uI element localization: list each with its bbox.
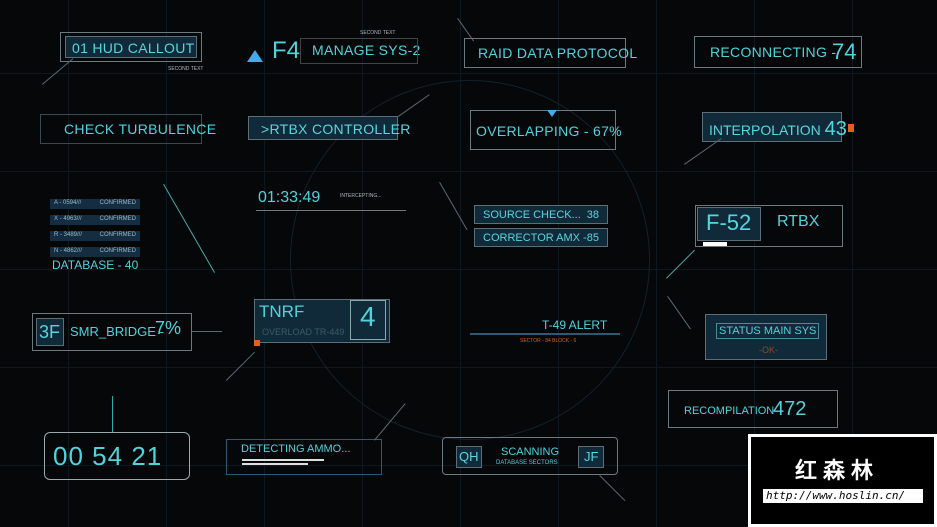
countdown-display: 00 54 21 (53, 441, 162, 472)
turbulence-label: CHECK TURBULENCE (64, 121, 217, 137)
divider-line (256, 210, 406, 211)
status-box (705, 314, 827, 360)
watermark-url: http://www.hoslin.cn/ (763, 489, 923, 503)
row-id: R - 3489/// (54, 232, 83, 238)
smr-code: 3F (36, 318, 64, 346)
alert-sub: SECTOR - 84 BLOCK - 6 (520, 338, 577, 344)
tnrf-code: TNRF (259, 302, 305, 321)
rtbx-controller: >RTBX CONTROLLER (248, 116, 410, 140)
hud-callout: 01 HUD CALLOUT (65, 36, 197, 58)
tnrf-value: 4 (360, 301, 376, 332)
reconnect-value: 74 (832, 39, 857, 64)
turbulence-frame (40, 114, 202, 144)
recomp-value: 472 (773, 398, 807, 420)
overlap-label: OVERLAPPING - 67% (476, 123, 622, 139)
scan-label: SCANNING (501, 446, 560, 458)
status-ok: -OK- (759, 345, 778, 355)
f52-code: F-52 (697, 207, 761, 241)
row-status: CONFIRMED (99, 200, 136, 206)
overlap-frame (470, 110, 616, 150)
f52-frame (695, 205, 843, 247)
progress-bar (703, 242, 727, 246)
scan-right-code: JF (578, 446, 604, 468)
watermark: 红森林 http://www.hoslin.cn/ (748, 434, 937, 527)
corrector-value: 85 (586, 232, 599, 244)
connector-line (112, 396, 113, 432)
scan-sub: DATABASE SECTORS (496, 460, 558, 466)
triangle-icon (247, 50, 263, 62)
ammo-frame (226, 439, 382, 475)
minutes: 54 (92, 441, 124, 471)
manage-code: F4 (272, 37, 301, 64)
database-label: DATABASE - 40 (52, 258, 139, 272)
progress-bar (242, 459, 324, 461)
raid-label: RAID DATA PROTOCOL (478, 45, 638, 61)
row-status: CONFIRMED (99, 216, 136, 222)
orange-marker (254, 340, 260, 346)
list-item: N - 4862/// CONFIRMED (50, 247, 140, 257)
triangle-icon (547, 110, 557, 117)
timer-display: 01:33:49 (258, 189, 321, 206)
watermark-title: 红森林 (795, 458, 880, 483)
manage-frame (300, 38, 418, 64)
source-check-value: 38 (586, 209, 599, 221)
recomp-frame (668, 390, 838, 428)
timer2-frame (44, 432, 190, 480)
alert-label: T-49 ALERT (542, 318, 608, 332)
corrector-row: CORRECTOR AMX -85 (474, 228, 608, 247)
row-status: CONFIRMED (99, 232, 136, 238)
row-id: X - 4963/// (54, 216, 82, 222)
list-item: X - 4963/// CONFIRMED (50, 215, 140, 225)
manage-label: MANAGE SYS-2 (312, 42, 421, 58)
alert-line (470, 333, 620, 335)
interp-label: INTERPOLATION (709, 122, 821, 138)
second-text: SECOND TEXT (360, 30, 396, 36)
source-check-row: SOURCE CHECK... 38 (474, 205, 608, 224)
background-circle (290, 80, 650, 440)
list-item: R - 3489/// CONFIRMED (50, 231, 140, 241)
scan-frame (442, 437, 618, 475)
connector-line (192, 331, 222, 332)
intercepting-label: INTERCEPTING... (340, 193, 382, 199)
scan-left-code: QH (456, 446, 482, 468)
row-id: A - 0594/// (54, 200, 82, 206)
raid-frame (464, 38, 626, 68)
tnrf-box (254, 299, 390, 343)
smr-value: 7% (155, 318, 182, 338)
recomp-label: RECOMPILATION (684, 405, 775, 417)
reconnect-label: RECONNECTING - (710, 44, 837, 60)
hud-callout-frame (60, 32, 202, 62)
source-check-label: SOURCE CHECK... (483, 209, 581, 221)
corrector-label: CORRECTOR AMX - (483, 232, 587, 244)
list-item: A - 0594/// CONFIRMED (50, 199, 140, 209)
status-label: STATUS MAIN SYS (716, 323, 820, 339)
smr-frame (32, 313, 192, 351)
second-text: SECOND TEXT (168, 66, 204, 72)
row-id: N - 4862/// (54, 248, 83, 254)
row-status: CONFIRMED (99, 248, 136, 254)
tnrf-value-frame (350, 300, 386, 340)
reconnect-frame (694, 36, 862, 68)
tnrf-sub: OVERLOAD TR-449 (262, 327, 345, 337)
hours: 00 (53, 441, 84, 471)
interp-value: 43 (824, 118, 847, 140)
interp-box: INTERPOLATION 43 (702, 112, 847, 142)
ammo-label: DETECTING AMMO... (241, 443, 351, 455)
orange-marker (848, 124, 854, 132)
f52-label: RTBX (777, 213, 820, 230)
seconds: 21 (131, 441, 163, 471)
smr-label: SMR_BRIDGE - (70, 324, 164, 339)
progress-bar (242, 463, 308, 465)
